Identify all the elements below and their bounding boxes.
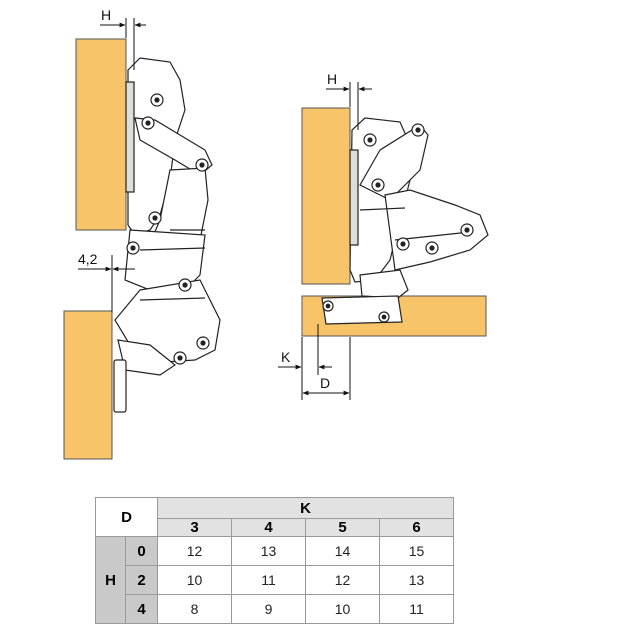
table-header-row-k: D K	[95, 497, 455, 537]
left-h-label: H	[101, 7, 111, 23]
h-value-header: 2	[125, 565, 158, 595]
table-header-row-k-values: 3 4 5 6	[96, 518, 455, 537]
left-hinge-pivots	[126, 93, 210, 365]
right-h-dimension	[326, 82, 372, 130]
left-hinge	[113, 57, 221, 413]
k-value-header: 6	[378, 518, 455, 537]
left-h-dimension	[100, 18, 146, 70]
table-row: 4 8 9 10 11	[96, 594, 455, 624]
table-cell: 10	[305, 594, 380, 624]
d-dimension	[302, 337, 351, 400]
hinge-diagram: H 4,2 H	[63, 7, 489, 460]
left-cabinet-side-panel	[75, 38, 127, 231]
table-cell: 11	[231, 565, 306, 595]
k-dimension	[278, 324, 332, 400]
table-cell: 13	[231, 536, 306, 566]
table-cell: 13	[378, 565, 455, 595]
h-value-header: 0	[125, 536, 158, 566]
table-k-header: K	[156, 497, 455, 519]
left-overlay-dimension	[78, 255, 135, 312]
k-label: K	[281, 349, 291, 365]
d-label: D	[320, 375, 330, 391]
table-corner-d: D	[95, 497, 158, 537]
table-row: 2 10 11 12 13	[96, 565, 455, 595]
table-cell: 15	[378, 536, 455, 566]
h-value-header: 4	[125, 594, 158, 624]
table-h-header: H	[95, 536, 126, 624]
table-cell: 10	[157, 565, 232, 595]
k-value-header: 3	[157, 518, 232, 537]
table-row: H 0 12 13 14 15	[95, 536, 455, 624]
table-cell: 9	[231, 594, 306, 624]
spec-table: D K 3 4 5 6 H 0 12 13 14 15 2 10 11 12 1…	[95, 497, 455, 624]
right-hinge-pivots	[322, 123, 474, 323]
right-cabinet-side-panel	[301, 107, 351, 285]
left-overlay-label: 4,2	[78, 251, 98, 267]
left-door-panel	[63, 310, 113, 460]
k-value-header: 5	[305, 518, 380, 537]
table-cell: 8	[157, 594, 232, 624]
table-cell: 12	[157, 536, 232, 566]
table-cell: 12	[305, 565, 380, 595]
table-cell: 14	[305, 536, 380, 566]
k-value-header: 4	[231, 518, 306, 537]
table-cell: 11	[378, 594, 455, 624]
right-h-label: H	[327, 71, 337, 87]
